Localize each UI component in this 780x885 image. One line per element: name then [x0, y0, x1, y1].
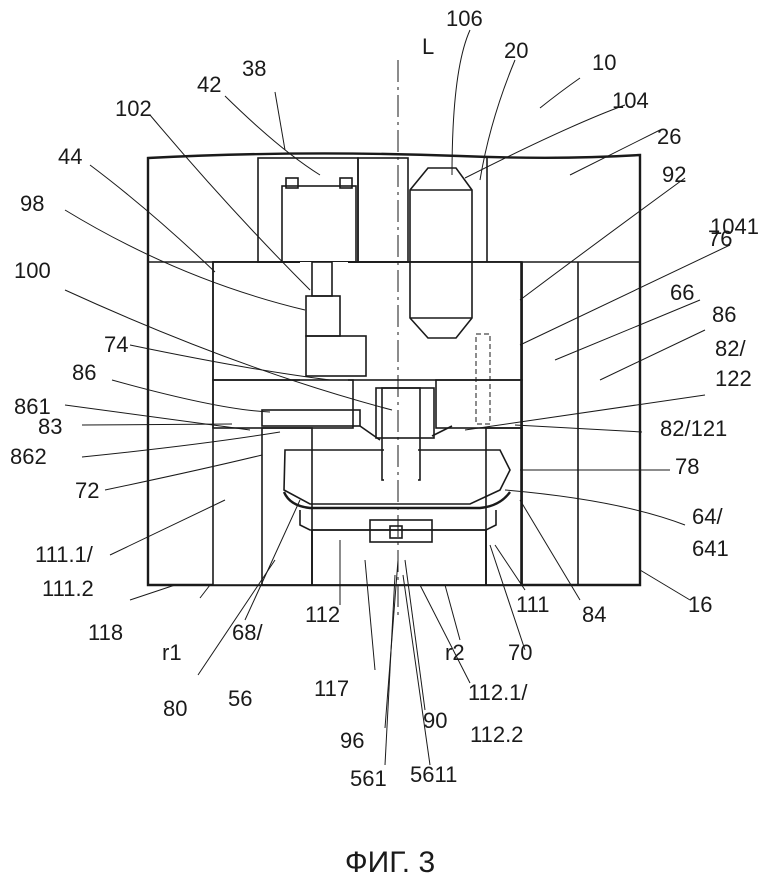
label-117: 117 [314, 676, 349, 701]
label-83: 83 [38, 414, 62, 439]
label-561: 561 [350, 766, 387, 791]
figure-caption: ФИГ. 3 [345, 846, 435, 879]
label-82-121: 82/121 [660, 416, 727, 441]
label-72: 72 [75, 478, 99, 503]
label-98: 98 [20, 191, 44, 216]
label-862: 862 [10, 444, 47, 469]
label-122: 122 [715, 366, 752, 391]
label-66: 66 [670, 280, 694, 305]
label-112: 112 [305, 602, 340, 627]
label-111-1: 111.1/ [35, 542, 94, 567]
label-92: 92 [662, 162, 686, 187]
label-16: 16 [688, 592, 712, 617]
label-L: L [422, 34, 434, 59]
label-38: 38 [242, 56, 266, 81]
label-26: 26 [657, 124, 681, 149]
label-1041: 1041 [710, 214, 759, 239]
label-90: 90 [423, 708, 447, 733]
label-56: 56 [228, 686, 252, 711]
label-42: 42 [197, 72, 221, 97]
label-100: 100 [14, 258, 51, 283]
label-r2: r2 [445, 640, 465, 665]
label-70: 70 [508, 640, 532, 665]
label-5611: 5611 [410, 762, 457, 787]
label-68: 68/ [232, 620, 263, 645]
label-641: 641 [692, 536, 729, 561]
label-86-left: 86 [72, 360, 96, 385]
label-10: 10 [592, 50, 616, 75]
label-102: 102 [115, 96, 152, 121]
label-78: 78 [675, 454, 699, 479]
label-84: 84 [582, 602, 606, 627]
label-20: 20 [504, 38, 528, 63]
label-80: 80 [163, 696, 187, 721]
label-82-122: 82/ [715, 336, 746, 361]
label-64: 64/ [692, 504, 723, 529]
label-44: 44 [58, 144, 82, 169]
label-112-2: 112.2 [470, 722, 523, 747]
label-112-1: 112.1/ [468, 680, 528, 705]
label-86-right: 86 [712, 302, 736, 327]
label-106: 106 [446, 6, 483, 31]
label-96: 96 [340, 728, 364, 753]
label-74: 74 [104, 332, 128, 357]
label-118: 118 [88, 620, 123, 645]
label-111-2: 111.2 [42, 576, 94, 601]
label-104: 104 [612, 88, 649, 113]
label-111: 111 [516, 592, 549, 617]
label-r1: r1 [162, 640, 182, 665]
